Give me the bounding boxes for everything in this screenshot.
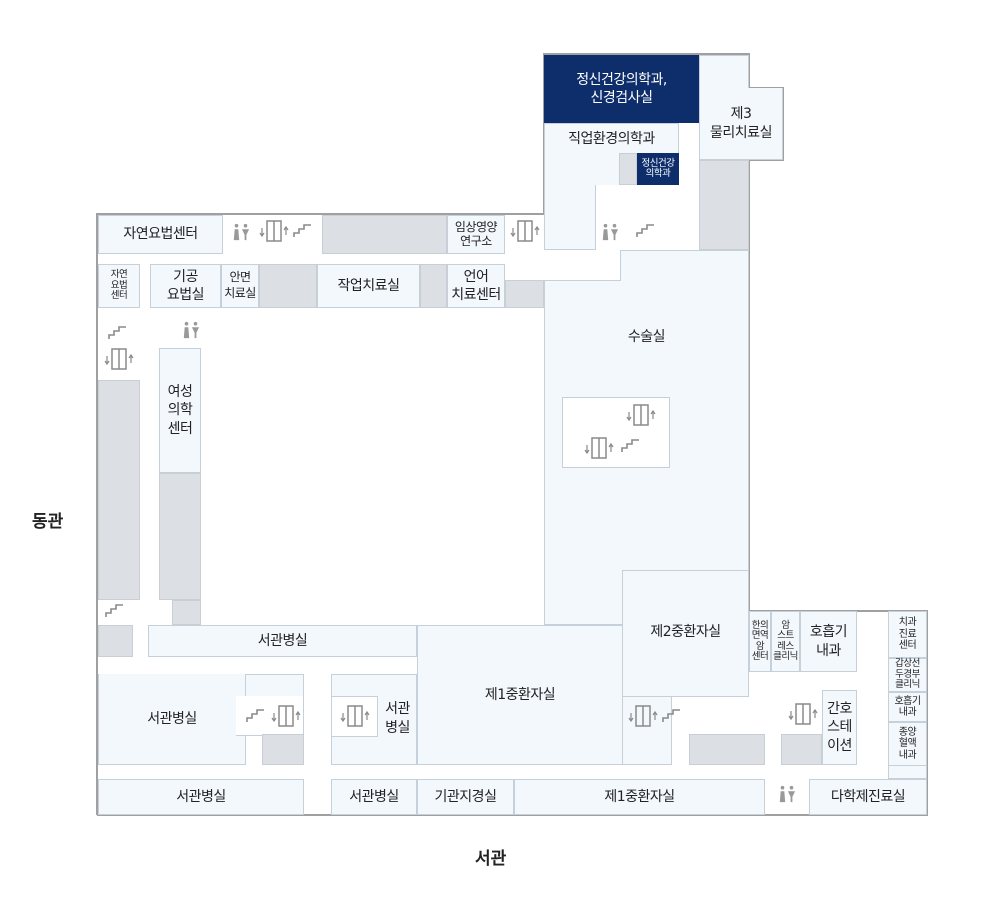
room-west-ward-3[interactable]: 서관 병실 xyxy=(385,701,410,736)
elevator-icon xyxy=(509,220,541,242)
service-area xyxy=(420,264,447,308)
service-area xyxy=(505,280,544,308)
room-nurse-station[interactable]: 간호 스테 이션 xyxy=(822,690,857,765)
elevator-icon xyxy=(270,705,302,727)
room-psychiatry-neuro[interactable]: 정신건강의학과, 신경검사실 xyxy=(544,55,699,123)
room-icu1-bottom[interactable]: 제1중환자실 xyxy=(514,779,765,815)
room-bronchoscopy[interactable]: 기관지경실 xyxy=(417,779,514,815)
room-clinical-nutrition[interactable]: 임상영양 연구소 xyxy=(447,215,505,254)
elevator-lobby xyxy=(331,696,378,737)
room-pulmonology[interactable]: 호흡기 내과 xyxy=(800,611,857,672)
room-west-ward-bottom-1[interactable]: 서관병실 xyxy=(98,779,304,815)
room-physio3[interactable]: 제3 물리치료실 xyxy=(699,88,783,160)
stairs-icon xyxy=(621,437,641,453)
elevator-icon xyxy=(787,703,819,725)
room-occupational-therapy[interactable]: 작업치료실 xyxy=(317,264,420,308)
room-west-ward-1[interactable]: 서관병실 xyxy=(148,625,417,657)
service-area xyxy=(172,600,201,625)
room-cancer-stress-clinic[interactable]: 암 스트 레스 클리닉 xyxy=(771,611,800,672)
room-speech-therapy[interactable]: 언어 치료센터 xyxy=(447,264,505,308)
restroom-icon xyxy=(182,320,200,340)
stairs-icon xyxy=(246,707,266,723)
room-oncology[interactable]: 종양 혈액 내과 xyxy=(888,722,927,766)
room-west-ward-bottom-2[interactable]: 서관병실 xyxy=(331,779,417,815)
elevator-icon xyxy=(627,705,659,727)
room-natural-therapy-center[interactable]: 자연요법센터 xyxy=(98,215,223,254)
room-natural-therapy-small[interactable]: 자연 요법 센터 xyxy=(98,264,140,308)
restroom-icon xyxy=(778,784,796,804)
stairs-icon xyxy=(293,222,313,238)
service-area xyxy=(699,160,749,250)
service-area xyxy=(98,380,140,600)
service-area xyxy=(619,153,637,185)
elevator-lobby xyxy=(562,397,670,468)
room-psychiatry-small[interactable]: 정신건강 의학과 xyxy=(637,153,679,185)
stairs-icon xyxy=(636,222,656,238)
elevator-icon xyxy=(339,705,371,727)
service-area xyxy=(689,734,765,765)
service-area xyxy=(159,473,201,600)
room-thyroid-clinic[interactable]: 갑상선 두경부 클리닉 xyxy=(888,658,927,692)
room-korean-immuno-cancer[interactable]: 한의 면역 암 센터 xyxy=(749,611,771,672)
room-qigong[interactable]: 기공 요법실 xyxy=(150,264,221,308)
stairs-icon xyxy=(662,707,682,723)
stairs-icon xyxy=(105,602,125,618)
wing-label-west: 서관 xyxy=(475,849,507,869)
elevator-icon xyxy=(625,404,657,426)
divider xyxy=(505,280,621,281)
service-area xyxy=(781,734,822,765)
service-area xyxy=(259,264,317,308)
room-womens-center[interactable]: 여성 의학 센터 xyxy=(159,348,201,473)
room-pulmonology-small[interactable]: 호흡기 내과 xyxy=(888,692,927,722)
service-area xyxy=(98,625,133,657)
service-area xyxy=(322,215,447,254)
room-dental[interactable]: 치과 진료 센터 xyxy=(888,611,927,658)
elevator-icon xyxy=(103,348,135,370)
room-icu1-extension xyxy=(622,697,672,765)
room-multidisciplinary[interactable]: 다학제진료실 xyxy=(809,779,927,815)
wing-label-east: 동관 xyxy=(32,512,64,532)
stairs-icon xyxy=(108,324,128,340)
elevator-icon xyxy=(583,437,615,459)
room-icu2[interactable]: 제2중환자실 xyxy=(622,570,749,697)
room-icu1[interactable]: 제1중환자실 xyxy=(417,625,623,765)
elevator-icon xyxy=(258,220,290,242)
service-area xyxy=(262,734,304,765)
restroom-icon xyxy=(232,222,250,242)
room-facial[interactable]: 안면 치료실 xyxy=(221,264,259,308)
restroom-icon xyxy=(601,222,619,242)
room-west-ward-2[interactable]: 서관병실 xyxy=(98,674,246,765)
